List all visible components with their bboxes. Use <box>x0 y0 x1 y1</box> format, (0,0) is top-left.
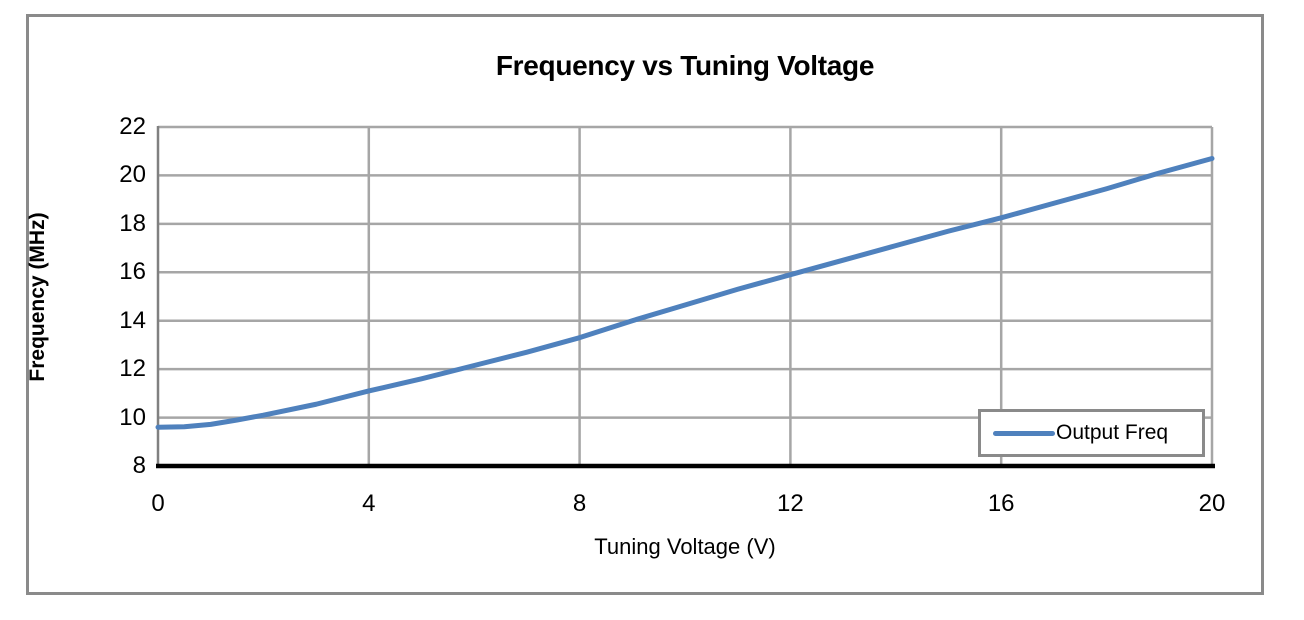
x-tick-label: 4 <box>362 490 376 517</box>
chart-title: Frequency vs Tuning Voltage <box>495 50 875 81</box>
x-tick-label: 0 <box>151 490 165 517</box>
legend: Output Freq <box>978 409 1205 457</box>
y-tick-label: 20 <box>119 161 146 189</box>
chart-area-border <box>26 14 1264 595</box>
y-tick-label: 10 <box>119 403 146 431</box>
y-tick-label: 8 <box>132 452 146 479</box>
y-axis-title: Frequency (MHz) <box>26 212 49 382</box>
y-tick-label: 14 <box>119 306 146 334</box>
series-line-output-freq <box>155 155 1215 430</box>
y-tick-label: 18 <box>119 209 146 237</box>
y-tick-label: 12 <box>119 355 146 383</box>
legend-line-swatch <box>993 430 1055 436</box>
x-tick-label: 20 <box>1198 490 1226 517</box>
x-axis-title: Tuning Voltage (V) <box>594 534 776 559</box>
y-tick-label: 16 <box>119 258 146 286</box>
y-tick-label: 22 <box>119 113 146 140</box>
x-tick-label: 8 <box>572 490 587 517</box>
legend-label: Output Freq <box>1056 421 1169 444</box>
x-tick-label: 12 <box>777 490 804 517</box>
x-tick-label: 16 <box>987 490 1015 517</box>
